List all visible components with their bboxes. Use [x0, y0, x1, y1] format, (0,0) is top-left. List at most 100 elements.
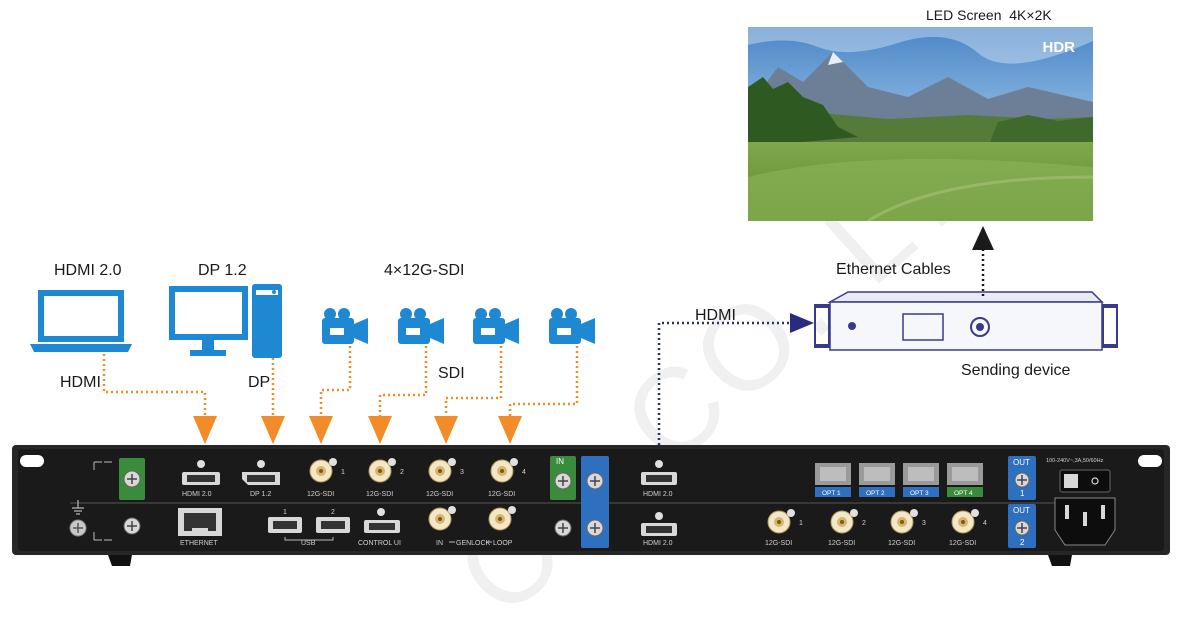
label-genlock: GENLOCK	[456, 540, 491, 547]
out-badge-label-1: OUT	[1013, 458, 1030, 467]
label-sdi-in-2: 12G-SDI	[366, 491, 393, 498]
label-ethernet: ETHERNET	[180, 540, 218, 547]
sdi-out-num-2: 2	[862, 520, 866, 527]
port-dp-in	[242, 460, 280, 485]
arrow-sdi-1	[309, 416, 333, 444]
opt-label-2: OPT 2	[866, 490, 885, 497]
arrow-sdi-4	[498, 416, 522, 444]
port-genlock-in	[428, 506, 456, 531]
sdi-cable-3	[444, 346, 503, 416]
label-sdi-out-4: 12G-SDI	[949, 540, 976, 547]
port-sdi-out-1	[767, 509, 795, 534]
port-sdi-in-4	[490, 458, 518, 483]
hdr-badge: HDR	[1042, 39, 1076, 56]
opt-label-4: OPT 4	[954, 490, 973, 497]
hdmi-cable-label: HDMI	[60, 374, 101, 391]
label-genlock-in: IN	[436, 540, 443, 547]
landscape-image	[748, 27, 1093, 221]
sdi-cable-4	[508, 346, 579, 416]
port-usb-2	[316, 517, 350, 533]
power-switch	[1059, 469, 1111, 493]
usb-num-2: 2	[331, 509, 335, 516]
opt-badge-4	[947, 487, 983, 497]
sending-device	[814, 291, 1118, 351]
sdi-output-ports	[767, 509, 979, 534]
port-sdi-in-3	[428, 458, 456, 483]
sdi-out-num-1: 1	[799, 520, 803, 527]
power-rating: 100-240V~,3A,50/60Hz	[1046, 458, 1104, 464]
input-cables	[102, 346, 579, 416]
port-ethernet	[178, 508, 222, 536]
in-badge-label: IN	[556, 457, 564, 466]
label-sdi-out-1: 12G-SDI	[765, 540, 792, 547]
sdi-input-ports	[309, 458, 518, 483]
label-genlock-loop: LOOP	[493, 540, 513, 547]
sdi-num-2: 2	[400, 469, 404, 476]
camera-icon-3	[473, 308, 519, 344]
hdmi-output-link	[657, 321, 792, 460]
dp-source-title: DP 1.2	[198, 262, 247, 279]
out-badge-num-1: 1	[1020, 489, 1025, 498]
rack-device: HDMI 2.0 DP 1.2 12G-SDI 12G-SDI 12G-SDI …	[12, 445, 1170, 566]
port-sdi-out-4	[951, 509, 979, 534]
connection-diagram: HDMI 2.0 DP 1.2 12G-SDI 12G-SDI 12G-SDI …	[12, 226, 1170, 566]
port-hdmi-out-1	[641, 460, 677, 485]
led-screen: HDR	[748, 27, 1093, 221]
label-sdi-in-4: 12G-SDI	[488, 491, 515, 498]
arrow-sdi-3	[434, 416, 458, 444]
label-hdmi-out-1: HDMI 2.0	[643, 491, 673, 498]
label-sdi-in-1: 12G-SDI	[307, 491, 334, 498]
port-sdi-out-2	[830, 509, 858, 534]
opt-ports	[815, 463, 983, 497]
opt-badge-1	[815, 487, 851, 497]
laptop-icon	[30, 290, 132, 352]
led-screen-resolution: 4K×2K	[1009, 7, 1052, 23]
led-screen-label: LED Screen 4K×2K	[926, 7, 1052, 23]
label-sdi-out-2: 12G-SDI	[828, 540, 855, 547]
dp-cable-label: DP	[248, 374, 271, 391]
ethernet-cables-label: Ethernet Cables	[836, 261, 951, 278]
hdmi-link-arrow	[790, 313, 814, 333]
port-sdi-in-2	[368, 458, 396, 483]
hdmi-link-label: HDMI	[695, 307, 736, 324]
port-control-ui	[364, 508, 400, 533]
sdi-camera-icons	[322, 308, 595, 344]
camera-icon-4	[549, 308, 595, 344]
label-hdmi-in: HDMI 2.0	[182, 491, 212, 498]
sdi-num-1: 1	[341, 469, 345, 476]
input-arrows	[193, 416, 522, 444]
sdi-out-num-4: 4	[983, 520, 987, 527]
label-usb: USB	[301, 540, 316, 547]
out-badge-label-2: OUT	[1013, 506, 1030, 515]
opt-badge-3	[903, 487, 939, 497]
opt-label-3: OPT 3	[910, 490, 929, 497]
camera-icon-2	[398, 308, 444, 344]
label-hdmi-out-2: HDMI 2.0	[643, 540, 673, 547]
hdmi-cable	[102, 354, 207, 416]
opt-label-1: OPT 1	[822, 490, 841, 497]
sdi-source-title: 4×12G-SDI	[384, 262, 465, 279]
arrow-sdi-2	[368, 416, 392, 444]
ethernet-arrow	[972, 226, 994, 250]
ground-icon	[72, 500, 84, 515]
usb-num-1: 1	[283, 509, 287, 516]
port-hdmi-in	[182, 460, 220, 485]
camera-icon-1	[322, 308, 368, 344]
label-dp-in: DP 1.2	[250, 491, 271, 498]
port-sdi-out-3	[890, 509, 918, 534]
sdi-num-4: 4	[522, 469, 526, 476]
arrow-hdmi	[193, 416, 217, 444]
label-control-ui: CONTROL UI	[358, 540, 401, 547]
sdi-cable-2	[378, 346, 428, 416]
sdi-out-num-3: 3	[922, 520, 926, 527]
opt-badge-2	[859, 487, 895, 497]
led-screen-title: LED Screen	[926, 7, 1002, 23]
hdmi-source-title: HDMI 2.0	[54, 262, 122, 279]
out-badge-num-2: 2	[1020, 538, 1025, 547]
port-hdmi-out-2	[641, 512, 677, 536]
port-genlock-loop	[488, 506, 516, 531]
desktop-computer-icon	[169, 284, 282, 358]
port-usb-1	[268, 517, 302, 533]
sdi-num-3: 3	[460, 469, 464, 476]
sdi-cable-label: SDI	[438, 365, 465, 382]
